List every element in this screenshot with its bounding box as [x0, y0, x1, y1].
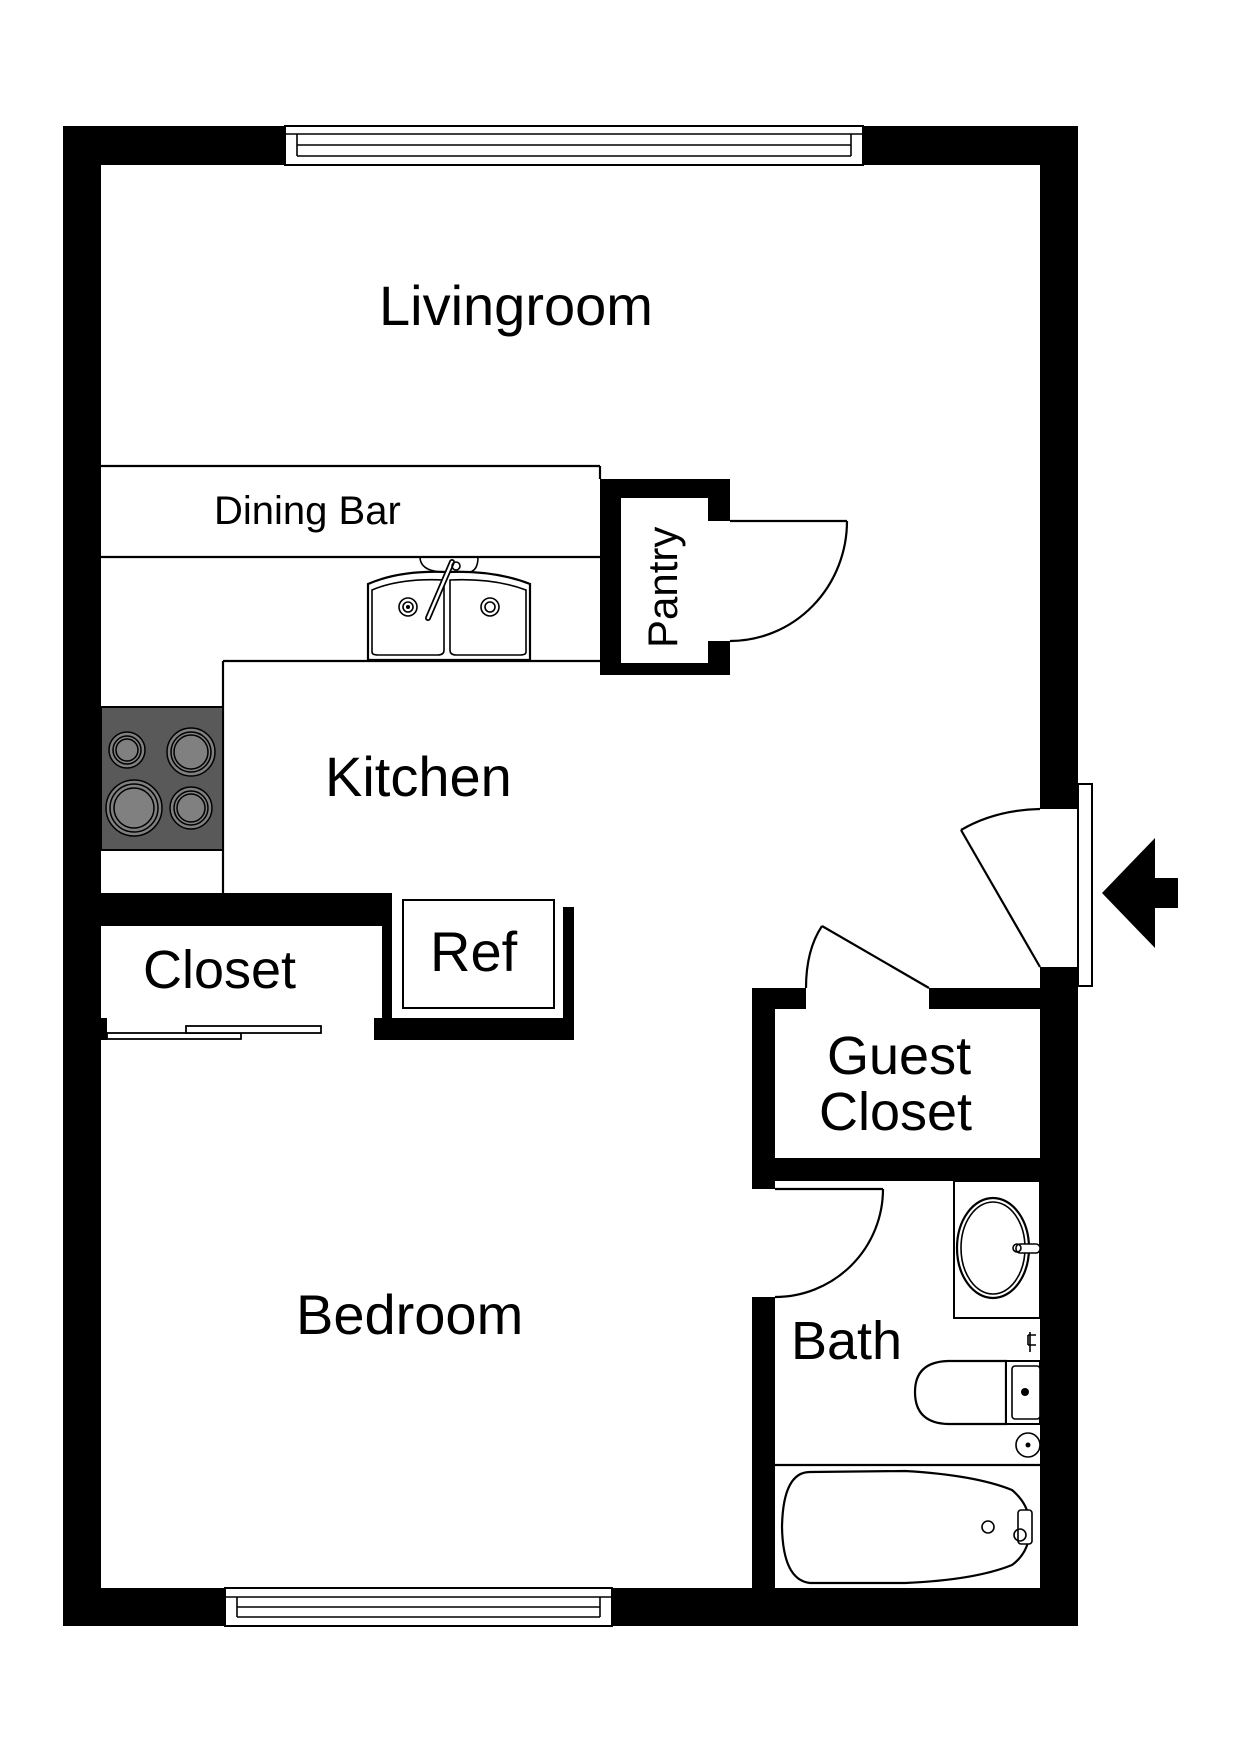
bathtub-icon [775, 1463, 1040, 1585]
entry-door[interactable] [960, 783, 1093, 987]
label-dining-bar: Dining Bar [214, 489, 401, 533]
closet-sliding-door[interactable] [106, 1025, 322, 1040]
stove-icon [100, 706, 224, 851]
refrigerator-icon [402, 899, 555, 1009]
pantry-door[interactable] [729, 519, 849, 643]
outer-walls [63, 126, 1078, 1626]
bath-walls [752, 1181, 775, 1588]
guest-closet-door[interactable] [804, 925, 930, 989]
label-guest-closet-line1: Guest [827, 1026, 971, 1086]
label-bath: Bath [791, 1311, 902, 1371]
pantry-walls [600, 479, 730, 675]
label-livingroom: Livingroom [379, 274, 653, 337]
vanity-sink-icon [953, 1180, 1041, 1319]
top-window [284, 125, 864, 166]
bath-door[interactable] [774, 1187, 885, 1299]
toilet-icon [913, 1332, 1041, 1458]
label-bedroom: Bedroom [296, 1283, 523, 1346]
double-kitchen-sink-icon [366, 556, 532, 662]
label-closet: Closet [143, 940, 296, 1000]
interior-walls-closet [101, 893, 574, 1040]
label-guest-closet-line2: Closet [819, 1082, 972, 1142]
entrance-arrow-icon [1102, 838, 1178, 948]
bottom-window [224, 1587, 613, 1627]
guest-closet-walls [752, 988, 1040, 1181]
label-pantry: Pantry [639, 527, 686, 648]
label-ref: Ref [430, 920, 518, 983]
label-kitchen: Kitchen [325, 745, 512, 808]
